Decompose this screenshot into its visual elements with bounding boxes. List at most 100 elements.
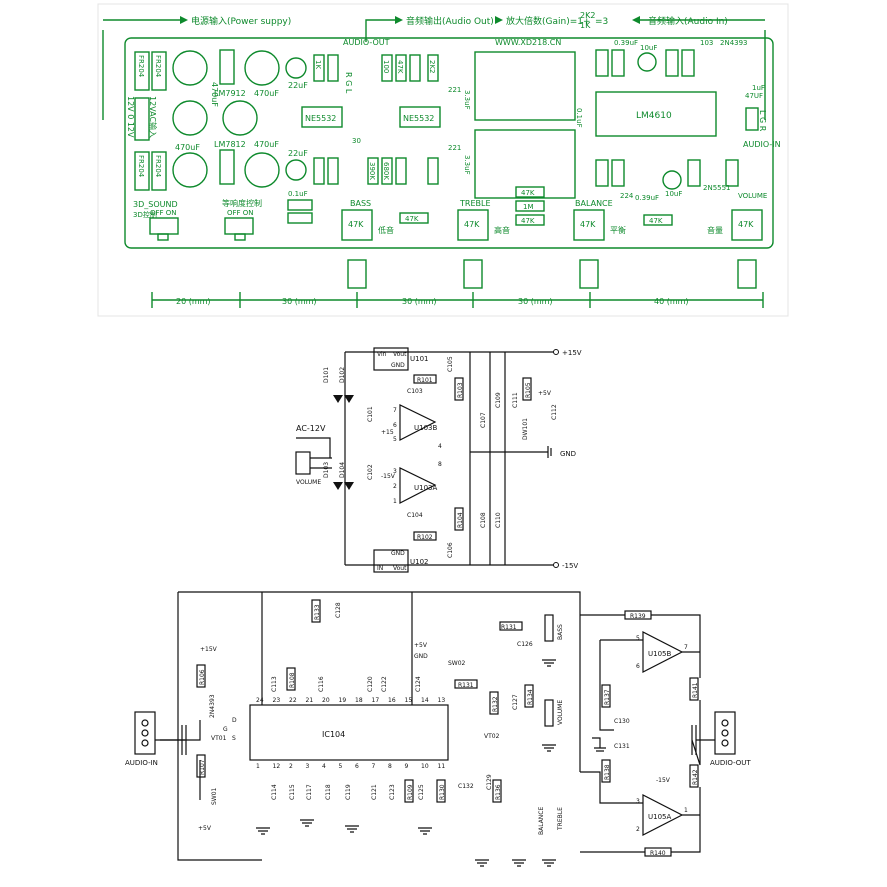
treble-pot: TREBLE (557, 807, 564, 831)
r106-body (196, 664, 206, 688)
c224-label: 224 (620, 192, 634, 200)
vt01: VT01 (211, 735, 227, 742)
ac-input-terminals: 12V 0 12V (126, 96, 135, 138)
audio-in-pin-2 (141, 729, 149, 737)
r130-body (436, 779, 446, 803)
r-390k-label: 390K (368, 162, 376, 180)
r132: R132 (492, 696, 499, 712)
ps-gnd-1: GND (391, 362, 405, 369)
gain-arrow-icon (495, 16, 503, 24)
c109: C109 (495, 392, 502, 408)
ic104-pin-1: 1 (256, 763, 260, 770)
c125: C125 (418, 784, 425, 800)
pcb-frame (97, 3, 789, 317)
lm7912-label: LM7912 (214, 89, 246, 98)
audio-in-lead (640, 19, 766, 120)
t2n4393-label: 2N4393 (720, 39, 748, 47)
treble-value: 47K (464, 220, 480, 229)
power-arrow-icon (180, 16, 188, 24)
pot-balance-shaft (579, 259, 599, 289)
r-1k-1-label: 1K (314, 60, 322, 69)
ic-ne5532-1 (301, 106, 343, 128)
pot-volume: 47K 音量 (707, 209, 763, 289)
audio-output-label: 音频输出(Audio Out) (406, 15, 494, 27)
u103b-label: U103B (414, 424, 437, 432)
r105-body (522, 377, 532, 401)
tag-47k-3 (515, 214, 545, 226)
diode-fr1 (134, 51, 150, 91)
c116: C116 (318, 676, 325, 692)
ground-icon-7 (542, 659, 556, 667)
c104: C104 (407, 512, 423, 519)
c103: C103 (407, 388, 423, 395)
ps-vout: Vout (393, 351, 407, 358)
c120: C120 (367, 676, 374, 692)
dimension-line (151, 292, 764, 308)
u105a-pin3: 3 (636, 798, 640, 805)
sw01-p5: +5V (198, 825, 212, 832)
audio-out-pin-2 (721, 729, 729, 737)
volume-pot-body (544, 699, 554, 727)
r-1m-2 (725, 159, 739, 187)
treble-cn-label: 高音 (494, 225, 510, 235)
c107: C107 (480, 412, 487, 428)
tag-47k-4-label: 47K (649, 217, 663, 225)
ac-input-label: 12VAC输入 (148, 96, 158, 138)
ps-pin-5: 5 (393, 436, 397, 443)
r-4k7 (745, 107, 759, 131)
pot-volume-body (731, 209, 763, 241)
r102: R102 (417, 534, 433, 541)
r-47k-1-label: 47K (396, 60, 404, 74)
ic104-pin-17: 17 (372, 697, 380, 704)
lm4610-label: LM4610 (636, 111, 672, 121)
audio-in-label: AUDIO-IN (125, 759, 158, 767)
dim-3: 30 (mm) (402, 297, 437, 306)
ps-minus15: -15V (381, 473, 396, 480)
audio-out-silk: AUDIO-OUT (343, 38, 390, 47)
c126: C126 (517, 641, 533, 648)
tag-1m (515, 200, 545, 212)
sound3d-label: 3D_SOUND (133, 200, 178, 209)
audio-in-wire (160, 720, 201, 800)
r-2k2-2 (427, 157, 439, 185)
ground-icon-1 (256, 827, 270, 835)
c33-label-2: 3.3uF (463, 155, 471, 175)
pcb-outline (124, 37, 774, 249)
ic104-pin-11: 11 (438, 763, 446, 770)
cap-470u-5 (244, 50, 280, 86)
ps-vin: Vin (377, 351, 387, 358)
lgr-silk: L G R (758, 110, 767, 132)
n30-label: 30 (352, 137, 361, 145)
audio-out-arrow-icon (395, 16, 403, 24)
r-1k-3 (313, 157, 325, 185)
ic104-pin-6: 6 (355, 763, 359, 770)
audio-in-cap (155, 725, 187, 755)
ic104-pin-18: 18 (355, 697, 363, 704)
c132: C132 (458, 783, 474, 790)
r-1k-4 (327, 157, 339, 185)
c117: C117 (306, 784, 313, 800)
ps-bridge: D101 D102 D103 D104 (323, 367, 354, 490)
ps-volume-label: VOLUME (296, 479, 321, 486)
switch-loudness-lever (234, 233, 246, 241)
cap-224-6 (611, 159, 625, 187)
ps-pin-1: 1 (393, 498, 397, 505)
ic104-pin-12: 12 (273, 763, 281, 770)
c10-label-2: 10uF (665, 190, 682, 198)
sound3d-cn-label: 3D控制 (133, 210, 157, 219)
ps-gnd-2: GND (391, 550, 405, 557)
ac-terminal-block (134, 97, 150, 141)
d103-icon (333, 482, 343, 490)
cap-470u-4 (222, 100, 258, 136)
d102: D102 (339, 367, 346, 383)
audio-out-connector (714, 711, 736, 755)
ic104-pin-4: 4 (322, 763, 326, 770)
r-100-1 (381, 54, 393, 82)
c111: C111 (512, 392, 519, 408)
resistor-row-top: 1K 100 47K 2K2 (313, 54, 439, 82)
r-390k (367, 157, 379, 185)
balance-value: 47K (580, 220, 596, 229)
r221-label-2: 221 (448, 144, 461, 152)
c106: C106 (447, 542, 454, 558)
audio-in-connector (134, 711, 156, 755)
